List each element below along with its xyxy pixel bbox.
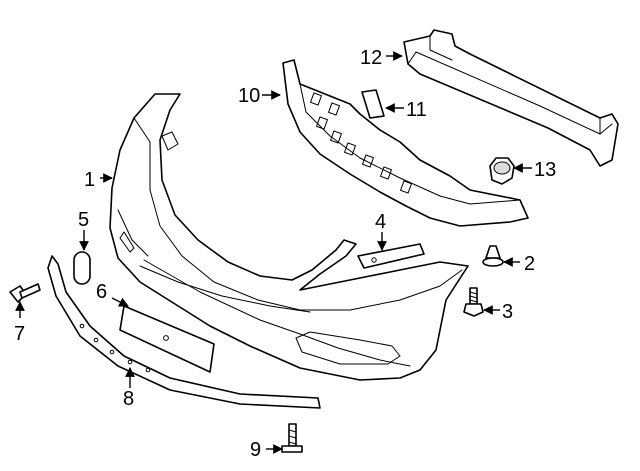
callout-labels: 1 2 3 4 5 6 7 8 9 10 11 12 13 [14,47,556,461]
molding-clips [79,323,151,373]
callout-8: 8 [123,388,134,410]
part-6-license-bracket [119,305,215,373]
leader-lines [15,51,532,454]
callout-13: 13 [534,159,556,181]
absorber-slots [310,92,412,194]
callout-10: 10 [238,85,260,107]
part-5-reflector [73,251,91,285]
callout-4: 4 [375,211,386,233]
part-8-lower-molding [47,255,321,409]
callout-11: 11 [406,99,427,121]
part-1-bumper-cover [109,93,469,381]
part-4-bracket [357,243,425,269]
part-12-reinforcement-bar [403,29,619,167]
callout-9: 9 [250,439,261,461]
callout-1: 1 [84,169,95,191]
callout-5: 5 [78,209,89,231]
part-7-screw [9,283,41,303]
part-11-label [361,89,385,119]
callout-6: 6 [96,281,107,303]
callout-7: 7 [14,323,25,345]
part-3-bolt [463,287,484,317]
callout-12: 12 [360,47,382,69]
callout-3: 3 [502,301,513,323]
callout-2: 2 [524,253,535,275]
part-10-energy-absorber [282,59,529,227]
part-13-nut [489,157,515,185]
part-2-push-pin [482,245,504,267]
part-9-bolt [281,423,303,453]
